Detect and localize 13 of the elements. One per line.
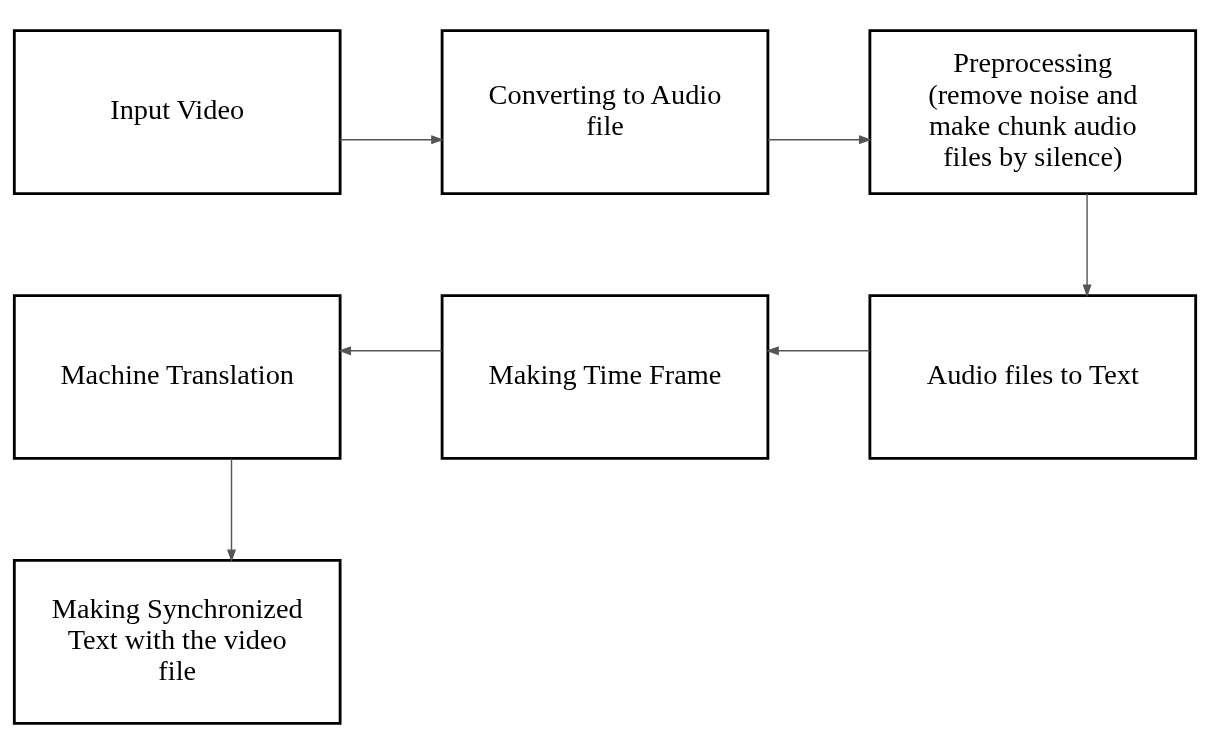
arrow [338,345,443,355]
arrow [767,134,872,144]
arrow [1082,192,1092,297]
node-box: Audio files to Text [868,293,1198,460]
arrow [766,345,871,355]
node-box: Input Video [12,28,342,195]
node-box: Making Time Frame [440,293,770,460]
arrow [227,457,236,562]
node-box: Preprocessing (remove noise and make chunk audio files by silence) [868,28,1198,195]
node-box: Machine Translation [12,293,342,460]
node-box: Converting to Audio file [440,28,770,195]
arrow [339,134,444,144]
node-box: Making Synchronized Text with the video file [12,558,342,725]
